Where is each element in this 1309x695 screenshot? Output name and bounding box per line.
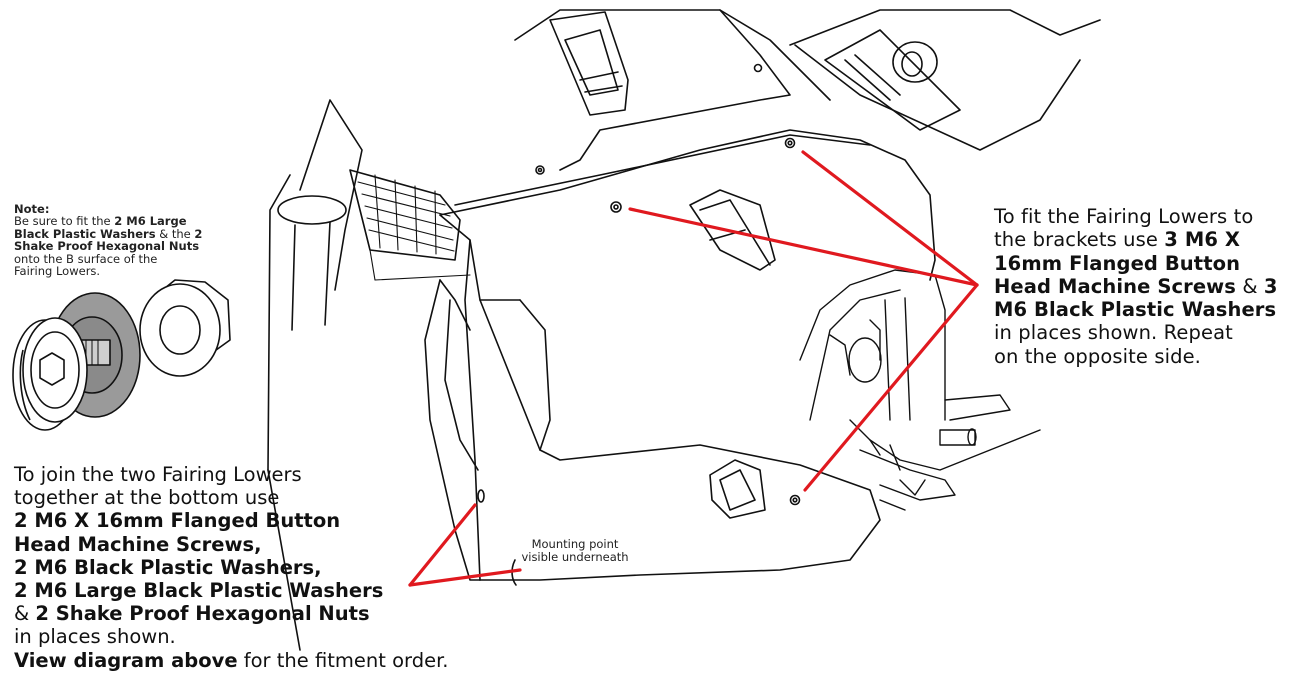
engine-frame-detail [799, 269, 1041, 511]
fork-tube [267, 99, 363, 651]
leader-lines [408, 150, 979, 587]
fairing-lower-panel [424, 129, 936, 586]
note-text: Note: Be sure to fit the 2 M6 Large Blac… [14, 202, 203, 279]
leader-line-top-left-hole [628, 207, 979, 287]
bracket-fitting-instructions: To fit the Fairing Lowers to the bracket… [994, 205, 1278, 368]
leader-line-bottom-hole [408, 503, 477, 587]
leader-line-mount-point [408, 568, 522, 587]
leader-line-top-right-hole [801, 150, 979, 287]
bottom-joining-instructions: To join the two Fairing Lowers together … [14, 463, 449, 672]
upper-fairing [514, 9, 831, 171]
instrument-panel [789, 9, 1101, 151]
mounting-point-label: Mounting point visible underneath [521, 537, 629, 564]
leader-line-bottom-right-hole [803, 283, 979, 492]
note-heading: Note: [14, 202, 50, 216]
hardware-stack-illustration [12, 279, 231, 431]
radiator-grille [349, 169, 471, 281]
